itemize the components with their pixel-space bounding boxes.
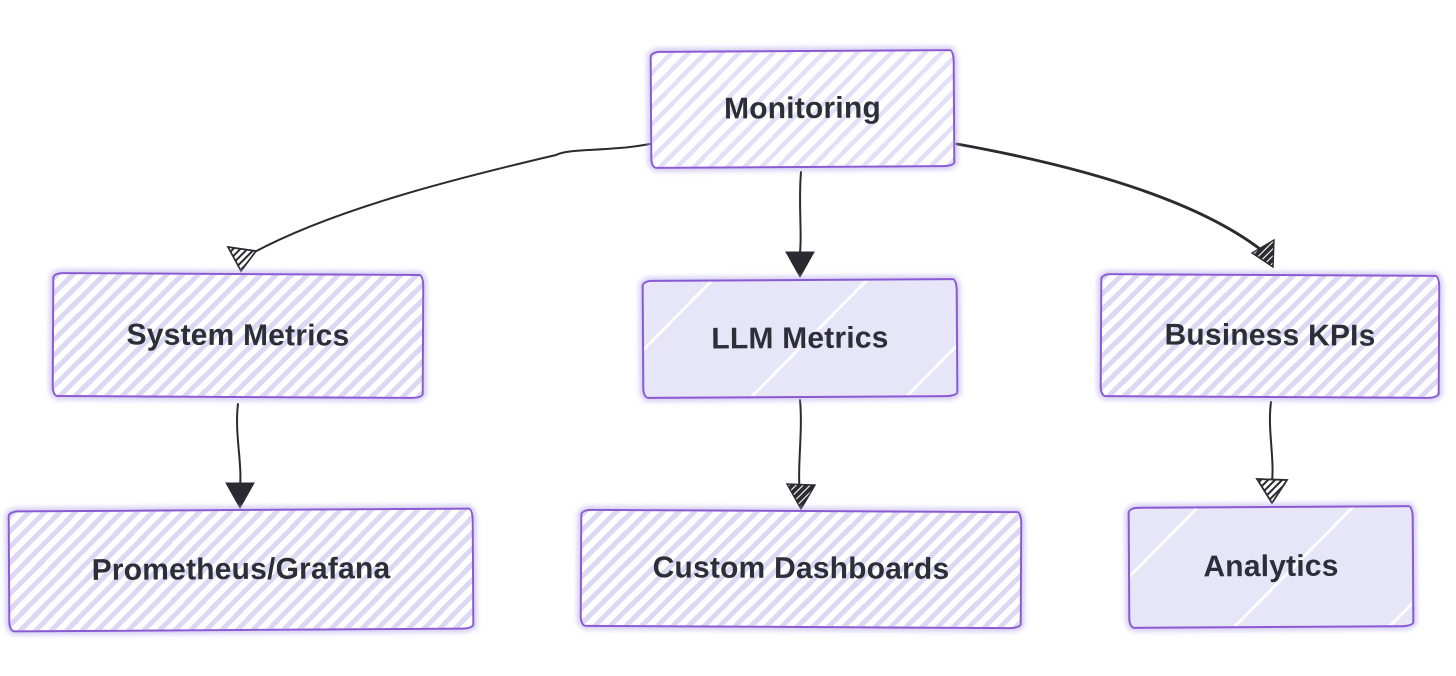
- node-label: Prometheus/Grafana: [91, 552, 391, 587]
- node-analytics: Analytics: [1127, 505, 1415, 629]
- arrowhead-scribble-icon: [785, 483, 817, 511]
- node-custom-dashboards: Custom Dashboards: [579, 508, 1023, 630]
- node-prometheus-grafana: Prometheus/Grafana: [7, 507, 475, 633]
- edge-line: [955, 142, 1262, 251]
- node-label: Business KPIs: [1164, 318, 1376, 353]
- edge-business-kpis-to-analytics: [1255, 401, 1289, 505]
- node-business-kpis: Business KPIs: [1099, 273, 1441, 399]
- node-system-metrics: System Metrics: [51, 272, 425, 399]
- arrowhead-solid-icon: [225, 482, 255, 510]
- node-label: Analytics: [1203, 549, 1339, 584]
- edge-monitoring-to-system-metrics: [226, 143, 651, 273]
- arrowhead-scribble-icon: [1250, 238, 1275, 269]
- node-label: Custom Dashboards: [652, 551, 950, 586]
- arrowhead-solid-icon: [785, 251, 815, 279]
- edge-line: [236, 403, 242, 496]
- edge-line: [248, 143, 651, 256]
- node-label: Monitoring: [723, 91, 882, 126]
- arrowhead-hatched-icon: [226, 245, 258, 273]
- edge-monitoring-to-business-kpis: [955, 142, 1275, 269]
- edge-monitoring-to-llm-metrics: [785, 171, 815, 279]
- node-label: System Metrics: [126, 317, 350, 353]
- edge-line: [798, 171, 802, 261]
- arrowhead-hatched-icon: [1255, 478, 1289, 505]
- edge-line: [798, 399, 802, 496]
- edge-llm-metrics-to-custom-dashboards: [785, 399, 817, 511]
- node-llm-metrics: LLM Metrics: [641, 278, 959, 399]
- edge-line: [1268, 401, 1274, 490]
- node-label: LLM Metrics: [711, 320, 889, 356]
- node-monitoring: Monitoring: [649, 49, 956, 169]
- edge-system-metrics-to-prometheus-grafana: [225, 403, 255, 510]
